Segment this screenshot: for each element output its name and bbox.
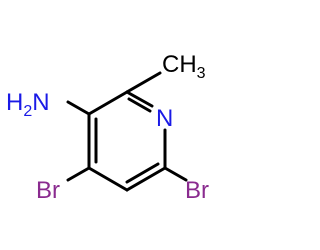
methyl-sub: 3 — [197, 65, 206, 82]
bond-c2-n1 — [125, 90, 154, 108]
bromine-right-label: Br — [185, 177, 209, 204]
methyl-main: CH — [162, 51, 197, 78]
bond-c3-c2 — [87, 90, 129, 116]
amine-main-n: N — [32, 89, 49, 116]
bond-c5-c4 — [87, 166, 129, 192]
ring-nitrogen-label: N — [156, 105, 173, 132]
bromine-left-label: Br — [36, 177, 60, 204]
bond-c2-methyl — [125, 71, 162, 94]
amine-main-h: H — [6, 89, 23, 116]
bond-c6-br — [163, 166, 188, 182]
bond-c3-amine — [66, 100, 91, 116]
bond-c2-n1-inner — [127, 97, 152, 113]
bond-c6-c5-inner — [125, 162, 160, 184]
amine-label: H2N — [6, 89, 50, 120]
bonds — [66, 71, 188, 192]
amine-sub: 2 — [23, 103, 32, 120]
structure-diagram: CH3 H2N N Br Br — [6, 51, 210, 204]
bond-c6-c5 — [125, 166, 167, 192]
molecule-svg: CH3 H2N N Br Br — [6, 51, 209, 204]
methyl-label: CH3 — [162, 51, 206, 82]
bond-c4-br — [66, 166, 91, 182]
